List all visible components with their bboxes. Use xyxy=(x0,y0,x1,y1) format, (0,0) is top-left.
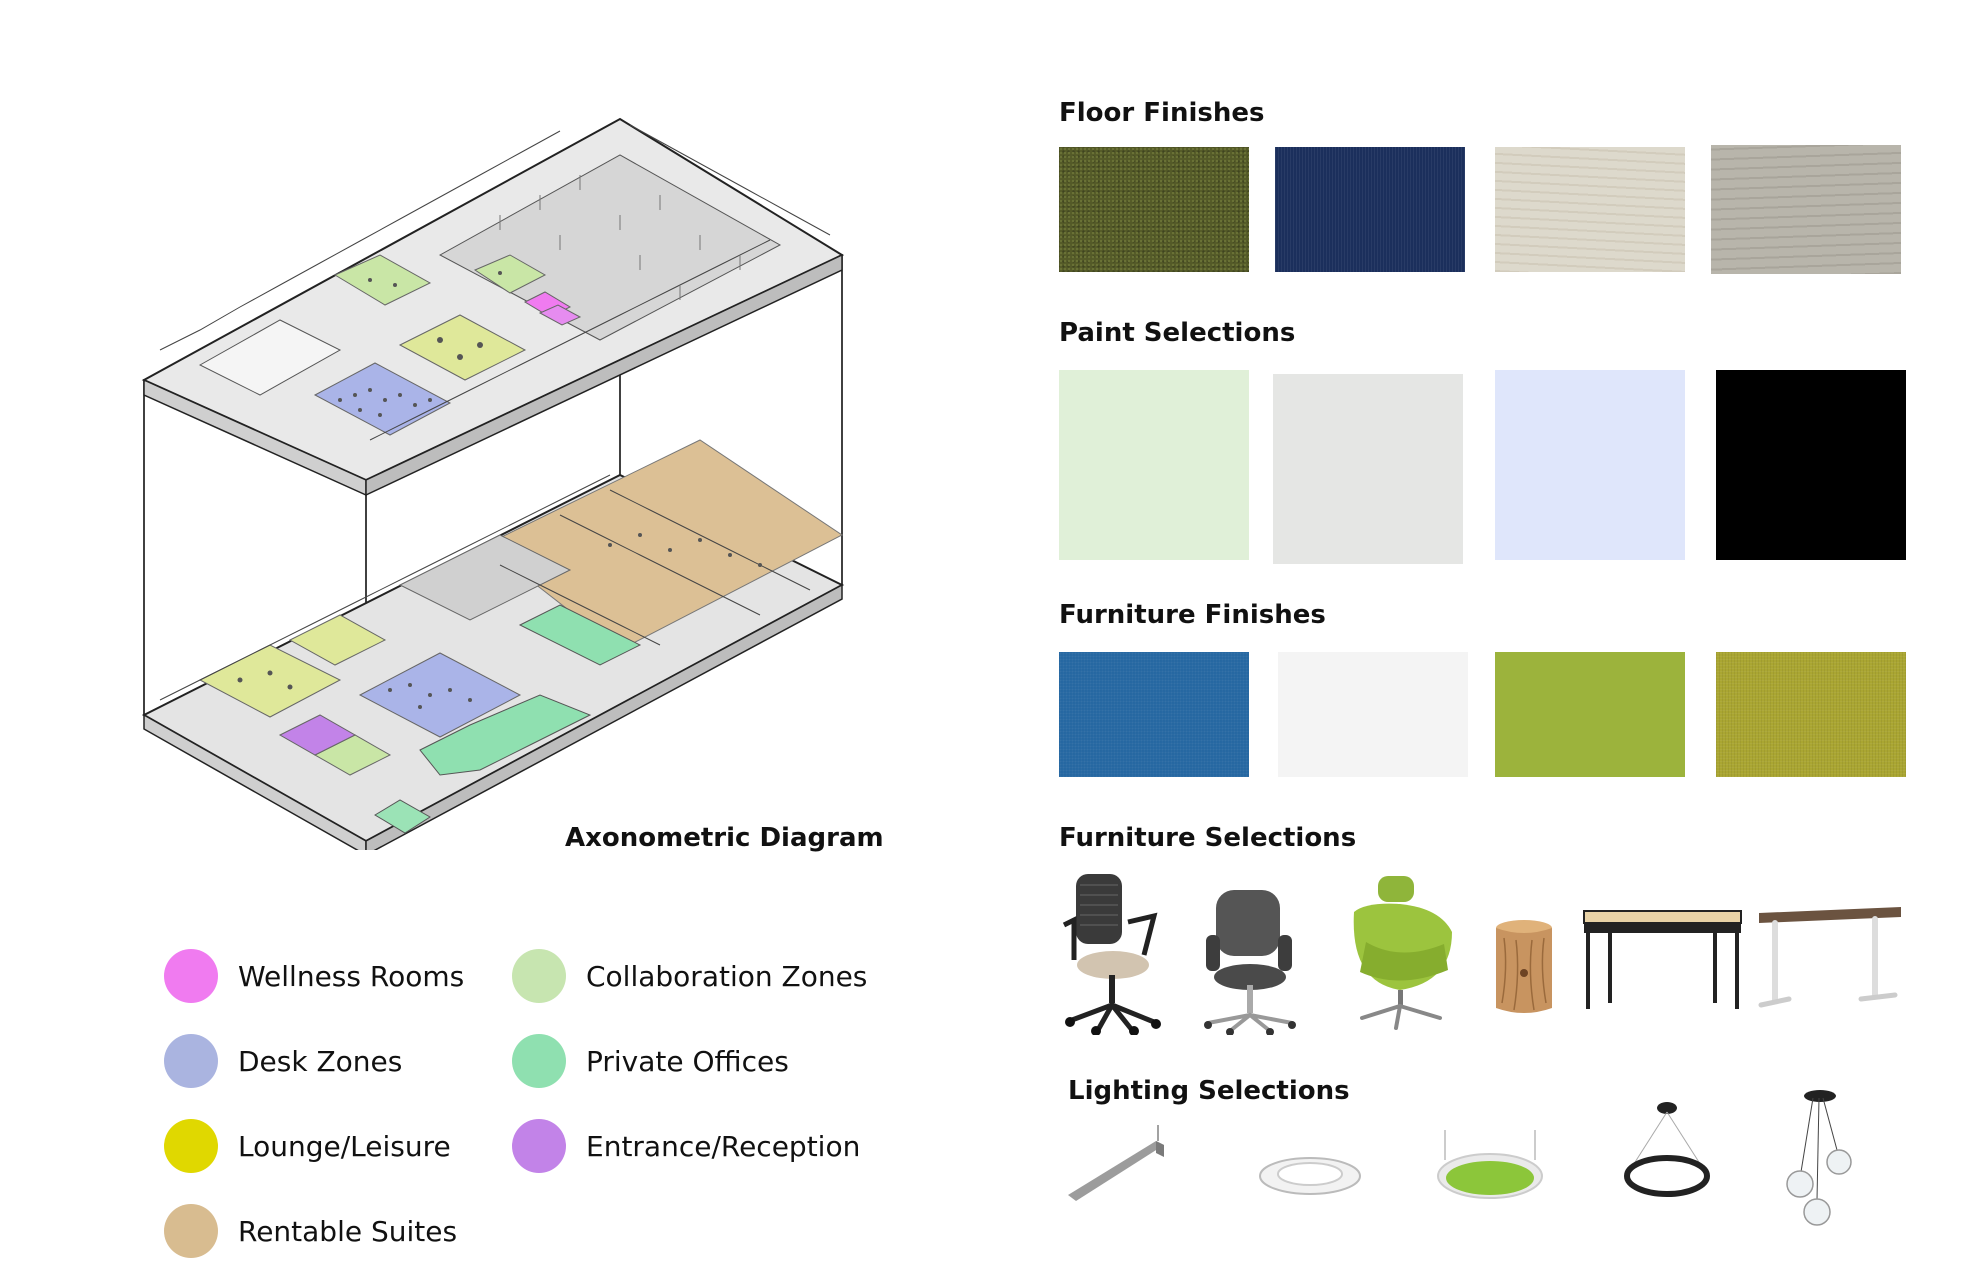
fabric-swatch-olive-weave xyxy=(1716,652,1906,777)
legend-label: Rentable Suites xyxy=(238,1214,458,1248)
mesh-task-chair-icon xyxy=(1058,870,1168,1035)
grey-office-chair-icon xyxy=(1200,885,1300,1035)
paint-swatch-pale-blue xyxy=(1495,370,1685,560)
glass-cluster-pendant-icon xyxy=(1785,1090,1855,1230)
moss-ring-pendant-icon xyxy=(1435,1130,1545,1205)
lower-floor-plan xyxy=(141,439,845,850)
fabric-swatch-lime xyxy=(1495,652,1685,777)
linear-pendant-light-icon xyxy=(1064,1125,1174,1205)
legend-label: Private Offices xyxy=(586,1044,789,1078)
paint-selections-title: Paint Selections xyxy=(1059,318,1296,348)
wellness-rooms-swatch xyxy=(164,949,218,1003)
rentable-suites-swatch xyxy=(164,1204,218,1258)
legend-item-rentable-suites: Rentable Suites xyxy=(164,1204,457,1258)
legend-label: Desk Zones xyxy=(238,1044,403,1078)
legend-item-lounge-leisure: Lounge/Leisure xyxy=(164,1119,451,1173)
furniture-finishes-title: Furniture Finishes xyxy=(1059,600,1326,630)
paint-swatch-pale-green xyxy=(1059,370,1249,560)
entrance-reception-swatch xyxy=(512,1119,566,1173)
legend-item-entrance-reception: Entrance/Reception xyxy=(512,1119,860,1173)
axonometric-diagram xyxy=(140,95,860,850)
paint-swatch-light-grey xyxy=(1273,374,1463,564)
upper-floor-plan xyxy=(141,117,845,497)
green-lounge-chair-icon xyxy=(1340,872,1462,1032)
legend-label: Wellness Rooms xyxy=(238,959,465,993)
ring-pendant-light-icon xyxy=(1622,1100,1712,1200)
legend-label: Collaboration Zones xyxy=(586,959,868,993)
lighting-selections-title: Lighting Selections xyxy=(1068,1076,1350,1106)
legend-label: Lounge/Leisure xyxy=(238,1129,451,1163)
legend-item-wellness-rooms: Wellness Rooms xyxy=(164,949,464,1003)
legend-item-private-offices: Private Offices xyxy=(512,1034,789,1088)
floor-swatch-green-carpet xyxy=(1059,147,1249,272)
legend-label: Entrance/Reception xyxy=(586,1129,861,1163)
wood-stump-table-icon xyxy=(1494,918,1554,1018)
legend-item-collaboration-zones: Collaboration Zones xyxy=(512,949,867,1003)
furniture-selections-title: Furniture Selections xyxy=(1059,823,1357,853)
recessed-downlight-icon xyxy=(1255,1150,1365,1200)
floor-finishes-title: Floor Finishes xyxy=(1059,98,1265,128)
diagram-caption: Axonometric Diagram xyxy=(565,823,884,853)
floor-swatch-light-wood xyxy=(1495,147,1685,272)
floor-swatch-navy-carpet xyxy=(1275,147,1465,272)
fabric-swatch-white xyxy=(1278,652,1468,777)
paint-swatch-black xyxy=(1716,370,1906,560)
black-desk-icon xyxy=(1580,905,1745,1015)
fabric-swatch-blue xyxy=(1059,652,1249,777)
legend-item-desk-zones: Desk Zones xyxy=(164,1034,402,1088)
lounge-leisure-swatch xyxy=(164,1119,218,1173)
private-offices-swatch xyxy=(512,1034,566,1088)
standing-desk-icon xyxy=(1755,905,1905,1015)
floor-swatch-grey-wood xyxy=(1711,145,1901,274)
desk-zones-swatch xyxy=(164,1034,218,1088)
collaboration-zones-swatch xyxy=(512,949,566,1003)
